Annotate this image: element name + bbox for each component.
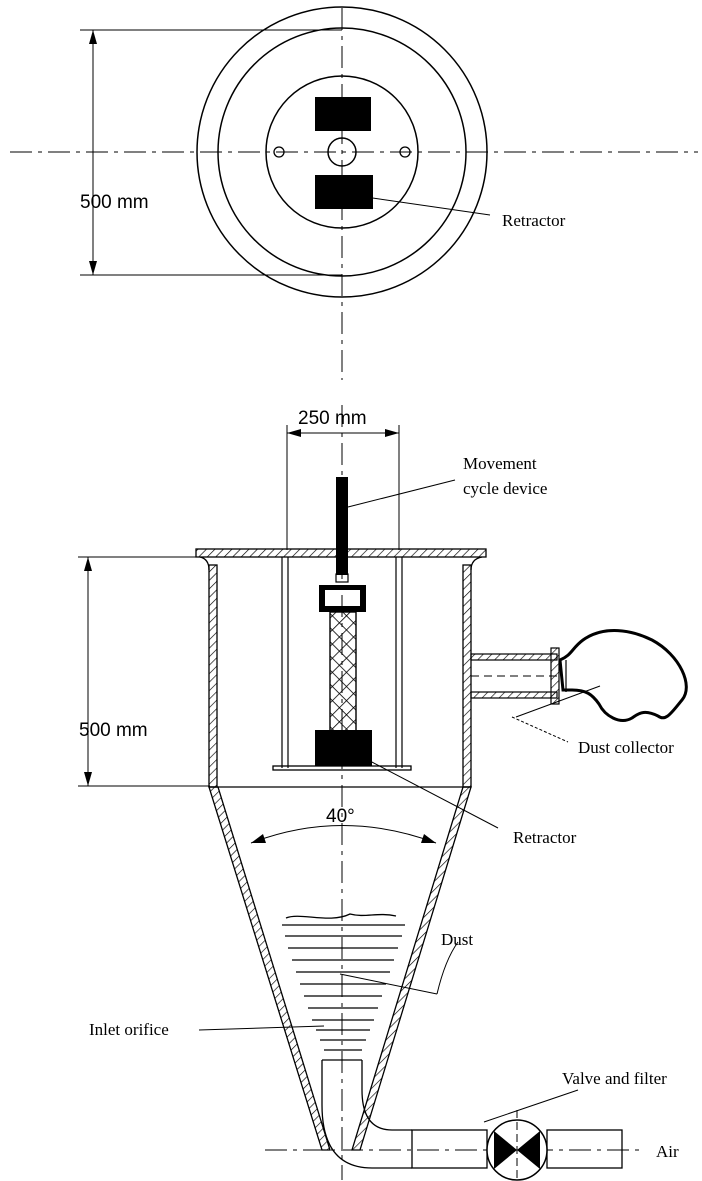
retractor-side-label: Retractor xyxy=(513,828,577,847)
movement-cycle-label-line1: Movement xyxy=(463,454,537,473)
top-view-center-hub xyxy=(327,137,357,167)
vessel-left-wall xyxy=(208,564,218,788)
top-view-diameter-label: 500 mm xyxy=(80,192,149,213)
top-view-right-bolt xyxy=(399,146,411,158)
movement-cycle-label-line2: cycle device xyxy=(463,479,547,498)
retractor-top-leader xyxy=(351,194,491,216)
collector-pipe-bottom-wall xyxy=(470,691,558,699)
vessel-right-wall xyxy=(462,564,472,788)
collector-pipe-top-wall xyxy=(470,653,558,661)
top-view-lid-plate xyxy=(265,75,419,229)
dust-label: Dust xyxy=(441,930,473,949)
movement-cycle-leader xyxy=(347,479,456,508)
dust-collector-bag xyxy=(558,629,688,722)
dust-pile xyxy=(282,913,405,1051)
width-250-dimension: 250 mm xyxy=(286,408,400,550)
dust-collector-leader-2 xyxy=(515,685,601,718)
retractor-base-plate xyxy=(272,765,412,771)
width-250-label: 250 mm xyxy=(298,408,367,429)
top-view-retractor-lower xyxy=(315,175,373,209)
belt-clamp xyxy=(319,585,366,612)
valve-leader xyxy=(483,1089,579,1123)
retractor-body xyxy=(315,730,372,766)
dust-leader xyxy=(339,973,438,995)
retractor-side-leader xyxy=(367,759,499,829)
air-label: Air xyxy=(656,1142,679,1161)
dust-collector-label: Dust collector xyxy=(578,738,674,757)
side-view: 250 mm 500 mm Movement cycle device xyxy=(78,405,688,1181)
valve-and-filter-symbol xyxy=(486,1110,548,1181)
movement-cycle-device-rod xyxy=(336,477,348,575)
height-500-label: 500 mm xyxy=(79,720,148,741)
cone-angle-label: 40° xyxy=(326,806,355,827)
pipe-segment-left xyxy=(411,1129,488,1169)
inlet-orifice-leader xyxy=(198,1025,325,1031)
top-view-retractor-upper xyxy=(315,97,371,131)
collector-pipe-flange xyxy=(550,647,560,705)
top-view: 500 mm Retractor xyxy=(10,6,698,380)
top-view-diameter-dimension: 500 mm xyxy=(80,29,342,276)
cone-angle-dimension: 40° xyxy=(250,806,437,844)
inlet-elbow-pipe xyxy=(321,1060,412,1169)
height-500-dimension: 500 mm xyxy=(78,556,210,787)
cone-left-wall xyxy=(208,786,331,1151)
top-view-outer-flange xyxy=(196,6,488,298)
seat-belt-webbing xyxy=(329,611,357,733)
inlet-orifice-label: Inlet orifice xyxy=(89,1020,169,1039)
cone-right-wall xyxy=(351,786,472,1151)
valve-and-filter-label: Valve and filter xyxy=(562,1069,667,1088)
top-view-left-bolt xyxy=(273,146,285,158)
top-view-vessel-wall xyxy=(217,27,467,277)
pipe-segment-right xyxy=(546,1129,623,1169)
dust-collector-leader xyxy=(511,716,569,743)
retractor-top-label: Retractor xyxy=(502,211,566,230)
